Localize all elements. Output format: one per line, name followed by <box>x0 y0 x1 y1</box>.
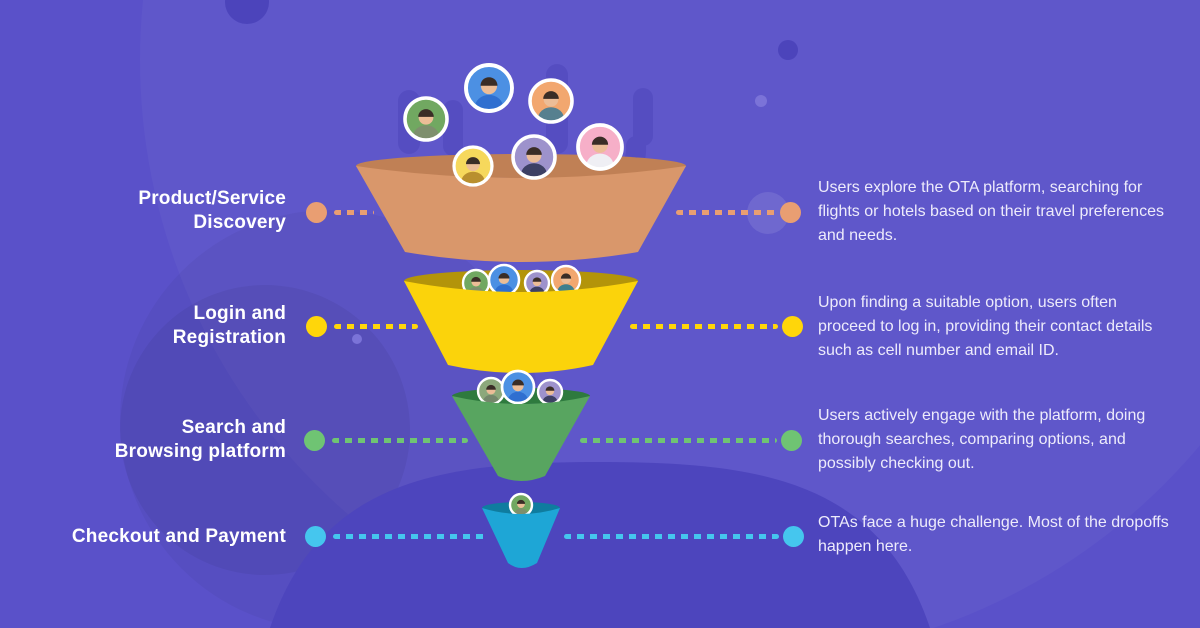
background-decorations <box>120 0 930 628</box>
user-avatar-icon <box>464 63 514 113</box>
funnel-stage-1-shape <box>356 166 686 262</box>
funnel-stage-2-shape <box>404 281 638 373</box>
tiny-light-circle <box>352 334 362 344</box>
user-avatar-icon <box>528 78 574 124</box>
faint-halo-circle <box>747 192 789 234</box>
bottom-left-circle <box>120 285 410 575</box>
top-dark-circle <box>225 0 269 24</box>
stage-1-avatars <box>403 63 624 187</box>
user-avatar-icon <box>403 96 449 142</box>
funnel <box>356 63 686 568</box>
user-avatar-icon <box>452 145 494 187</box>
user-avatar-icon <box>576 123 624 171</box>
stage-3-avatars <box>476 369 564 406</box>
funnel-stage-4-shape <box>482 508 560 568</box>
dome-shape <box>270 462 930 628</box>
small-light-circle <box>755 95 767 107</box>
user-avatar-icon <box>500 369 536 405</box>
small-dark-circle <box>778 40 798 60</box>
user-avatar-icon <box>511 134 557 180</box>
funnel-stage-3-shape <box>452 396 590 481</box>
